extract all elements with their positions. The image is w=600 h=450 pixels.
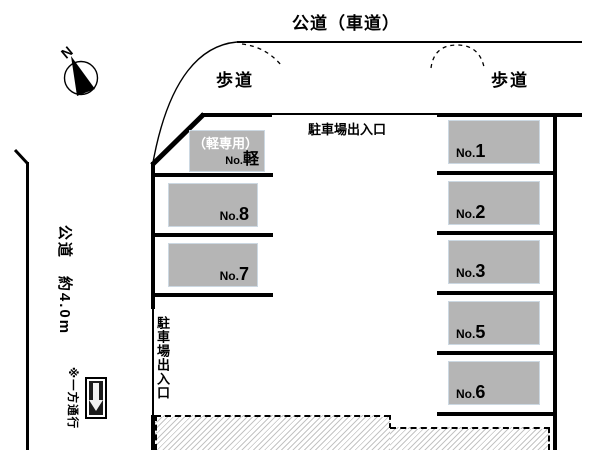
space-number-label: No.5 bbox=[456, 322, 487, 342]
boundary-top-left-thick bbox=[201, 113, 272, 117]
north-arrow-icon: N bbox=[58, 43, 99, 96]
boundary-left-entrance-thin bbox=[152, 309, 154, 415]
divider-left-1 bbox=[151, 173, 273, 177]
parking-space-5: No.5 bbox=[448, 301, 540, 345]
boundary-top-entrance-thin bbox=[270, 113, 437, 115]
boundary-diagonal bbox=[150, 112, 206, 167]
left-road-edge-vertical bbox=[26, 162, 29, 450]
road-corner-curve bbox=[151, 41, 238, 169]
one-way-sign-face bbox=[89, 381, 103, 415]
space-number-label: No.7 bbox=[219, 264, 250, 284]
space-number-label: No.2 bbox=[456, 202, 487, 222]
sidewalk-label-left: 歩道 bbox=[216, 71, 254, 90]
entrance-label-left: 駐車場出入口 bbox=[155, 316, 170, 400]
one-way-sign-icon bbox=[85, 377, 107, 419]
curb-dashed-arc bbox=[430, 44, 485, 69]
boundary-right-vertical bbox=[553, 113, 557, 450]
sidewalk-label-right: 歩道 bbox=[491, 71, 529, 90]
divider-right-5 bbox=[437, 412, 557, 416]
boundary-left-lower-thick bbox=[151, 415, 155, 450]
parking-space-2: No.2 bbox=[448, 181, 540, 225]
parking-space-kei: （軽専用） No.軽 bbox=[189, 130, 265, 172]
corner-dashed-arc bbox=[241, 43, 282, 66]
parking-space-7: No.7 bbox=[168, 243, 258, 287]
divider-right-2 bbox=[437, 231, 557, 235]
hatched-area-right bbox=[390, 427, 550, 450]
hatched-area-left bbox=[155, 415, 390, 450]
north-label: N bbox=[58, 43, 76, 62]
left-road-edge-diagonal bbox=[13, 148, 30, 166]
space-number-label: No.3 bbox=[456, 261, 487, 281]
page-title: 公道（車道） bbox=[292, 14, 400, 33]
one-way-label: ※一方通行 bbox=[66, 366, 78, 430]
entrance-label-top: 駐車場出入口 bbox=[308, 122, 387, 137]
parking-space-3: No.3 bbox=[448, 240, 540, 284]
divider-right-1 bbox=[437, 171, 557, 175]
divider-left-3 bbox=[151, 293, 273, 297]
parking-space-8: No.8 bbox=[168, 183, 258, 227]
space-number-label: No.軽 bbox=[225, 151, 259, 168]
divider-right-4 bbox=[437, 351, 557, 355]
left-road-label: 公道 約4.0m bbox=[56, 224, 73, 336]
divider-left-2 bbox=[151, 233, 273, 237]
boundary-top-right-thick bbox=[437, 113, 582, 117]
down-arrow-icon bbox=[93, 383, 99, 400]
space-number-label: No.8 bbox=[219, 204, 250, 224]
space-number-label: No.1 bbox=[456, 141, 487, 161]
space-number-label: No.6 bbox=[456, 382, 487, 402]
hatched-area-step bbox=[389, 415, 391, 428]
top-road-line bbox=[237, 41, 582, 43]
parking-space-6: No.6 bbox=[448, 361, 540, 405]
kei-only-note: （軽専用） bbox=[193, 136, 259, 151]
parking-space-1: No.1 bbox=[448, 120, 540, 164]
divider-right-3 bbox=[437, 291, 557, 295]
